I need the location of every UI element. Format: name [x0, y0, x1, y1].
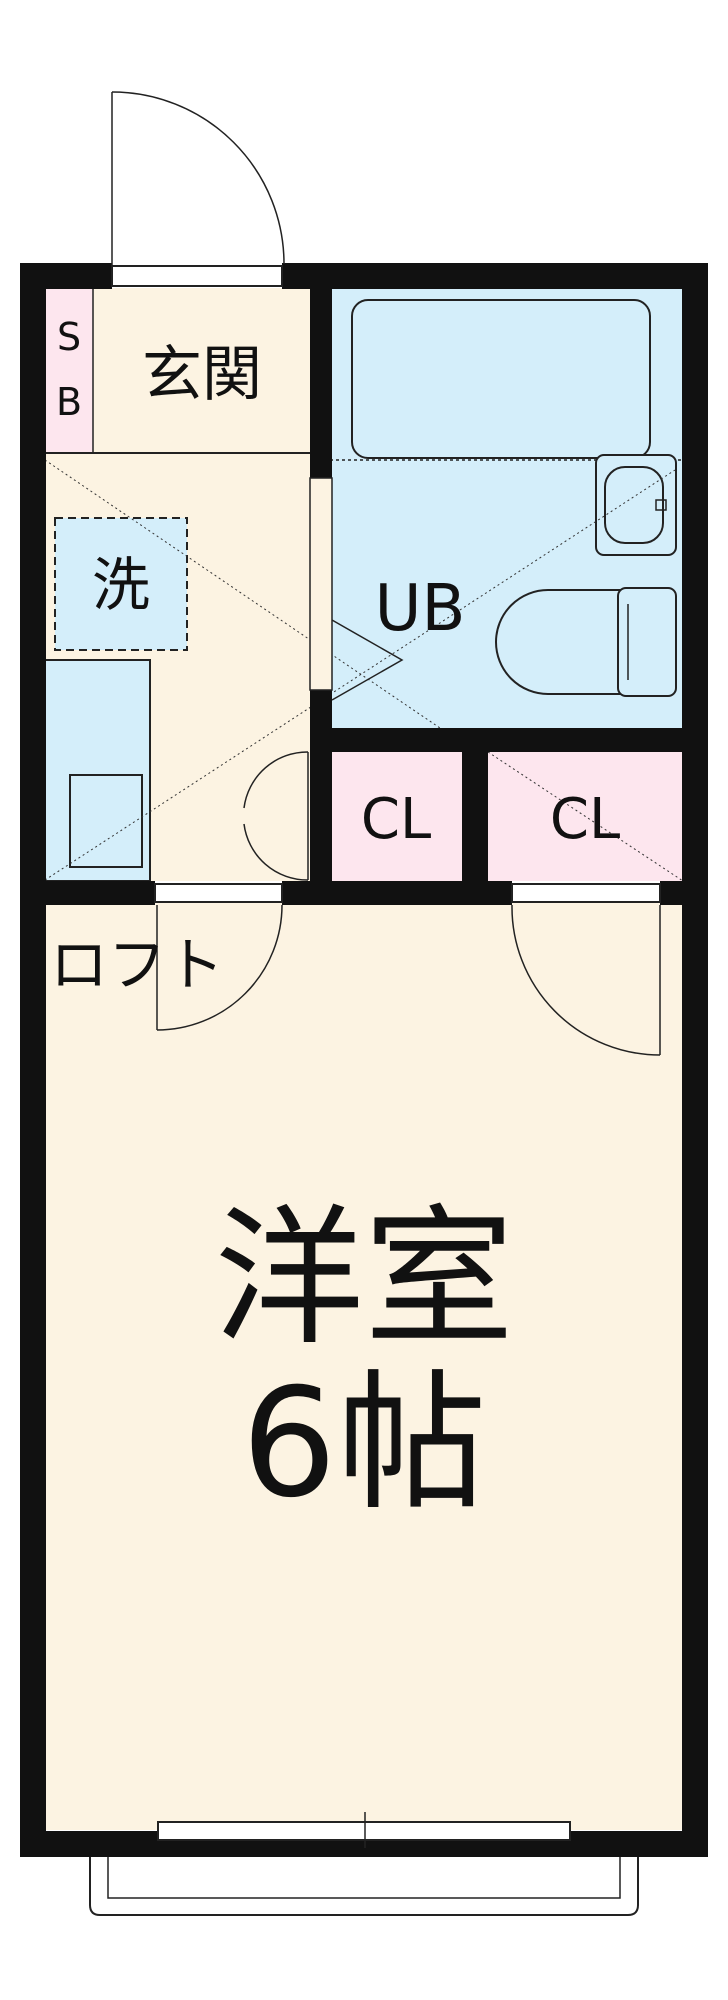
balcony [89, 1857, 639, 1916]
room-door-right [511, 904, 661, 1056]
window-frame [157, 1821, 571, 1841]
wash-basin [595, 454, 677, 556]
closet-left-label: CL [361, 787, 431, 852]
washer-pan [54, 517, 188, 651]
loft-label: ロフト [50, 931, 224, 999]
sink-basin [69, 774, 143, 868]
shoe-box-b-label: B [56, 380, 82, 424]
room-size-label: 6帖 [241, 1357, 486, 1531]
shoe-box-s-label: S [57, 315, 81, 359]
wall-left [20, 263, 46, 1857]
wall-bath-left [310, 263, 332, 478]
wall-closet-divider [462, 728, 488, 882]
wall-mid-center [282, 881, 512, 905]
room-door-left [156, 904, 283, 1031]
wall-right [682, 263, 708, 1857]
entrance-floor [95, 288, 310, 453]
wall-mid-left [20, 881, 155, 905]
entrance-label: 玄関 [142, 340, 262, 410]
toilet [495, 589, 623, 695]
unit-bath-label: UB [375, 572, 466, 646]
closet-left-area [330, 752, 462, 881]
shoe-box-area [45, 288, 93, 453]
bathtub [351, 299, 651, 459]
front-door [111, 91, 285, 266]
closet-door [243, 751, 309, 881]
closet-right-label: CL [550, 787, 620, 852]
washer-label: 洗 [92, 551, 150, 619]
western-room-floor [45, 903, 683, 1830]
kitchen-counter [44, 659, 151, 882]
wall-bath-bottom [310, 728, 708, 752]
wall-top-right [282, 263, 708, 289]
wall-mid-right [660, 881, 708, 905]
western-room-label: 洋室 [214, 1192, 514, 1366]
wall-bath-left-lower [310, 690, 332, 882]
bath-door [331, 619, 404, 701]
